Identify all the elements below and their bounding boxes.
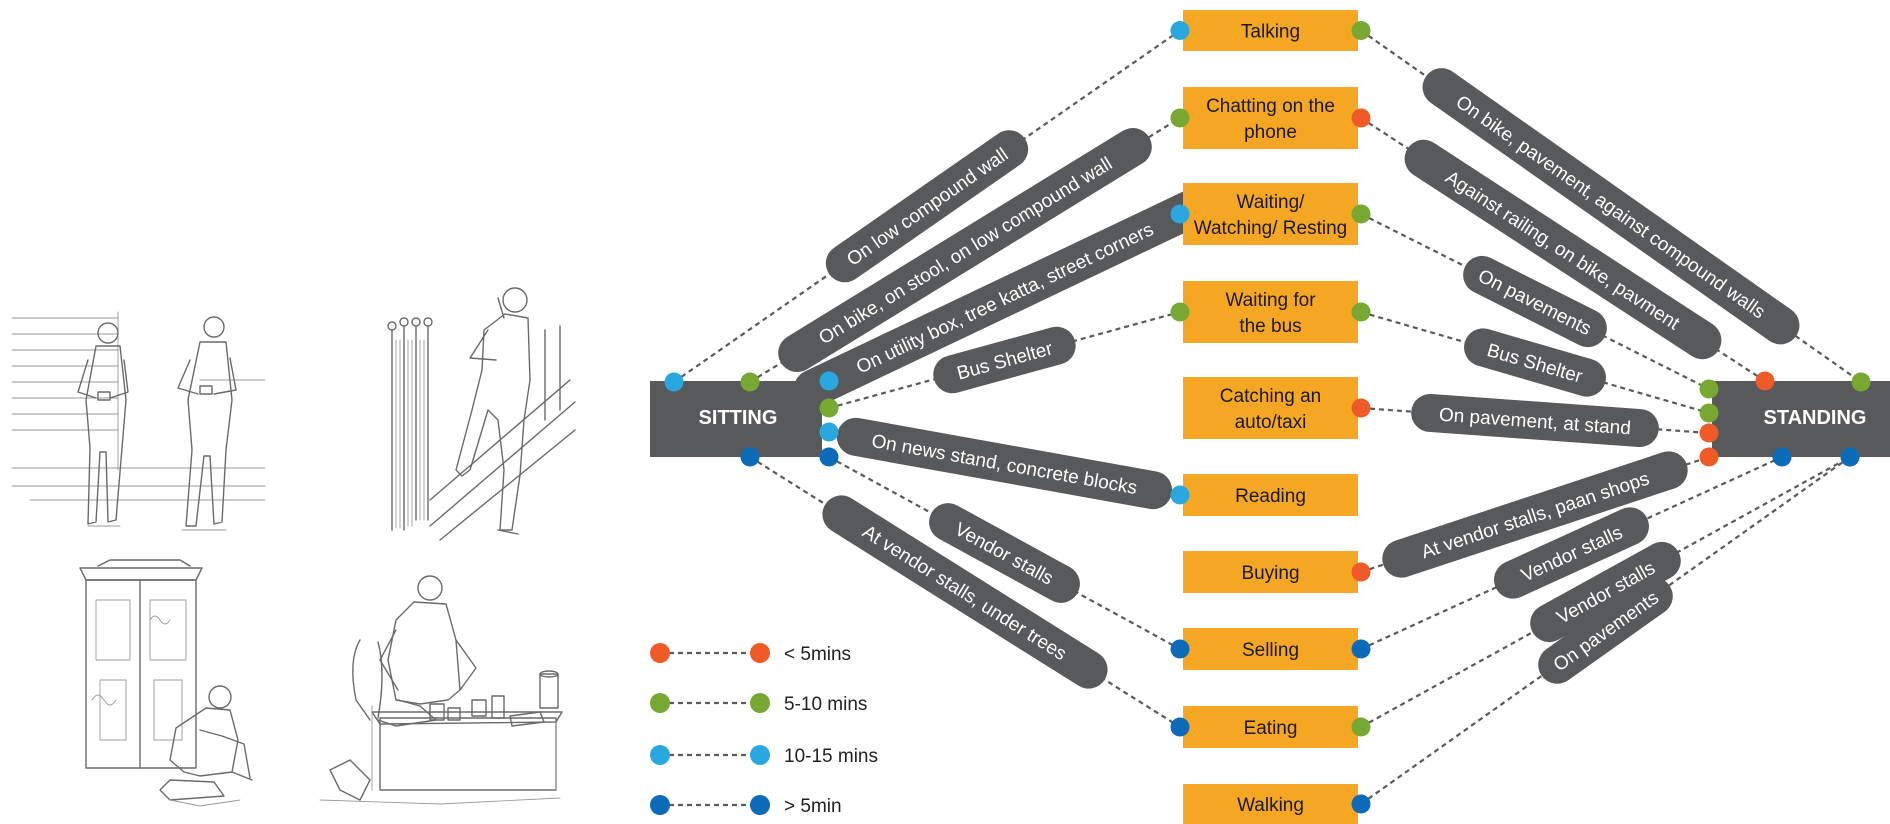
- activity-label: Catching an: [1220, 386, 1321, 407]
- sitting-link-phone-activity-dot: [1170, 108, 1190, 128]
- legend-dot: [750, 693, 770, 713]
- activity-box-phone: Chatting on the phone: [1183, 87, 1358, 149]
- legend-label: < 5mins: [784, 644, 851, 665]
- standing-link-phone-activity-dot: [1755, 371, 1775, 391]
- sitting-link-waiting-hub-dot: [819, 371, 839, 391]
- sitting-link-selling-hub-dot: [819, 447, 839, 467]
- activity-label: Selling: [1242, 640, 1299, 661]
- standing-link-walking-activity-dot: [1840, 447, 1860, 467]
- two-men-standing-with-phones-sketch: [11, 311, 266, 531]
- activity-box-buying: Buying: [1183, 551, 1358, 593]
- legend-item-over_5: > 5min: [650, 795, 842, 817]
- standing-link-auto-label-pill: On pavement, at stand: [1411, 393, 1659, 448]
- standing-hub: STANDING: [1712, 381, 1890, 457]
- legend-label: 10-15 mins: [784, 746, 878, 767]
- standing-link-selling-activity-dot: [1772, 447, 1792, 467]
- standing-link-auto-activity-dot: [1699, 423, 1719, 443]
- activity-label: auto/taxi: [1235, 412, 1307, 433]
- sitting-link-reading-hub-dot: [819, 422, 839, 442]
- sitting-link-talking-hub-dot: [664, 372, 684, 392]
- sitting-hub-label: SITTING: [699, 407, 778, 429]
- activity-label: the bus: [1239, 316, 1301, 337]
- sitting-link-reading-label-pill: On news stand, concrete blocks: [836, 417, 1173, 510]
- activity-box-bus: Waiting for the bus: [1183, 281, 1358, 343]
- activity-box-talking: Talking: [1183, 10, 1358, 51]
- activity-box-auto: Catching an auto/taxi: [1183, 377, 1358, 439]
- activity-box-eating: Eating: [1183, 706, 1358, 748]
- activity-label: phone: [1244, 122, 1297, 143]
- sitting-link-reading-activity-dot: [1170, 485, 1190, 505]
- activity-box-waiting: Waiting/Watching/ Resting: [1183, 183, 1358, 245]
- sitting-link-phone-hub-dot: [740, 372, 760, 392]
- standing-link-bus-activity-dot: [1699, 403, 1719, 423]
- activity-label: Walking: [1237, 795, 1304, 816]
- standing-link-walking-hub-dot: [1351, 794, 1371, 814]
- standing-hub-label: STANDING: [1764, 407, 1867, 429]
- sitting-link-bus-hub-dot: [819, 398, 839, 418]
- sitting-link-eating-hub-dot: [740, 447, 760, 467]
- activity-label: Chatting on the: [1206, 96, 1335, 117]
- standing-link-phone-hub-dot: [1351, 108, 1371, 128]
- legend-label: > 5min: [784, 796, 842, 817]
- duration-legend: < 5mins 5-10 mins 10-15 mins > 5min: [650, 643, 878, 817]
- man-sitting-by-utility-box-sketch: [79, 559, 253, 807]
- activity-label: Reading: [1235, 486, 1306, 507]
- sitting-link-eating-activity-dot: [1170, 717, 1190, 737]
- activity-label: Eating: [1244, 718, 1298, 739]
- standing-link-talking-hub-dot: [1351, 21, 1371, 40]
- vendor-sitting-at-stall-sketch: [319, 575, 563, 805]
- sitting-hub: SITTING: [650, 381, 822, 457]
- standing-link-eating-hub-dot: [1351, 717, 1371, 737]
- standing-link-waiting-hub-dot: [1351, 204, 1371, 224]
- standing-link-waiting-line: [1360, 213, 1710, 390]
- activity-box-selling: Selling: [1183, 628, 1358, 670]
- standing-link-auto-hub-dot: [1351, 398, 1371, 418]
- standing-link-bus-hub-dot: [1351, 302, 1371, 322]
- activity-box-walking: Walking: [1183, 784, 1358, 824]
- activity-box-reading: Reading: [1183, 474, 1358, 516]
- activity-label: Waiting for: [1225, 290, 1316, 311]
- man-on-phone-leaning-on-railing-sketch: [387, 287, 576, 541]
- legend-label: 5-10 mins: [784, 694, 867, 715]
- activity-label: Talking: [1241, 22, 1300, 43]
- legend-item-five_to_ten: 5-10 mins: [650, 693, 867, 715]
- activity-label: Watching/ Resting: [1194, 218, 1347, 239]
- legend-dot: [750, 745, 770, 765]
- legend-dot: [750, 643, 770, 663]
- legend-dot: [750, 795, 770, 815]
- sitting-link-talking-activity-dot: [1170, 21, 1190, 40]
- legend-dot: [650, 643, 670, 663]
- standing-link-talking-activity-dot: [1851, 372, 1871, 392]
- standing-link-waiting-activity-dot: [1699, 379, 1719, 399]
- legend-item-ten_to_fifteen: 10-15 mins: [650, 745, 878, 767]
- activity-label: Buying: [1241, 563, 1299, 584]
- legend-dot: [650, 795, 670, 815]
- legend-dot: [650, 745, 670, 765]
- standing-link-buying-hub-dot: [1351, 562, 1371, 582]
- standing-link-selling-hub-dot: [1351, 639, 1371, 659]
- sitting-link-bus-activity-dot: [1170, 302, 1190, 322]
- sitting-link-selling-activity-dot: [1170, 639, 1190, 659]
- standing-link-buying-activity-dot: [1699, 447, 1719, 467]
- legend-item-under_5: < 5mins: [650, 643, 851, 665]
- activity-label: Waiting/: [1237, 192, 1306, 213]
- legend-dot: [650, 693, 670, 713]
- sitting-link-waiting-activity-dot: [1170, 204, 1190, 224]
